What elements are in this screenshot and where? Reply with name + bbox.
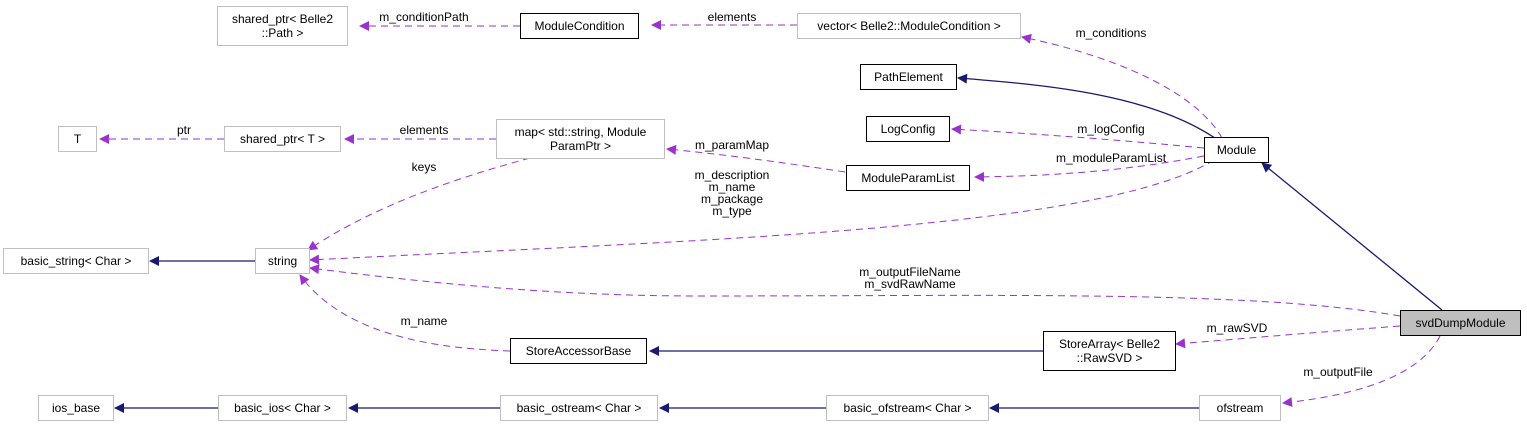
edge-module-inherits-pathelement: [957, 73, 1216, 139]
node-shared-ptr-path[interactable]: shared_ptr< Belle2 ::Path >: [217, 6, 348, 46]
node-ofstream[interactable]: ofstream: [1199, 395, 1281, 421]
node-map-param[interactable]: map< std::string, Module ParamPtr >: [496, 119, 665, 159]
edge-m-conditions: [1021, 33, 1223, 139]
edge-m-logConfig: [951, 124, 1205, 149]
edge-m-moduleParamList: [974, 155, 1205, 182]
node-basic-ios[interactable]: basic_ios< Char >: [218, 395, 347, 421]
edge-svddump-inherits-module: [1261, 162, 1443, 311]
label-m-moduleParamList: m_moduleParamList: [1055, 151, 1167, 165]
label-elements-vector: elements: [707, 10, 757, 24]
edge-module-strings: [309, 159, 1215, 265]
label-m-logConfig: m_logConfig: [1077, 122, 1145, 136]
node-store-array[interactable]: StoreArray< Belle2 ::RawSVD >: [1043, 331, 1176, 371]
label-svd-strings: m_outputFileName m_svdRawName: [859, 265, 961, 291]
edge-m-paramMap: [666, 144, 846, 173]
node-string[interactable]: string: [255, 248, 310, 274]
node-basic-string[interactable]: basic_string< Char >: [3, 248, 149, 274]
edge-m-rawSVD: [1175, 325, 1401, 349]
node-path-element[interactable]: PathElement: [860, 64, 957, 90]
node-shared-ptr-t[interactable]: shared_ptr< T >: [224, 126, 341, 152]
node-log-config[interactable]: LogConfig: [866, 116, 950, 142]
label-m-rawSVD: m_rawSVD: [1206, 321, 1268, 335]
label-elements-map: elements: [399, 123, 449, 137]
label-m-paramMap: m_paramMap: [694, 138, 770, 152]
node-svd-dump-module[interactable]: svdDumpModule: [1400, 310, 1521, 336]
node-basic-ostream[interactable]: basic_ostream< Char >: [500, 395, 658, 421]
node-t[interactable]: T: [58, 126, 97, 152]
label-m-name: m_name: [400, 314, 448, 328]
label-m-outputFile: m_outputFile: [1303, 365, 1373, 379]
label-m-conditions: m_conditions: [1075, 26, 1147, 40]
node-basic-ofstream[interactable]: basic_ofstream< Char >: [826, 395, 989, 421]
label-keys: keys: [411, 160, 437, 174]
label-module-strings: m_description m_name m_package m_type: [694, 168, 770, 218]
label-m-conditionPath: m_conditionPath: [379, 10, 469, 24]
node-module-condition[interactable]: ModuleCondition: [520, 13, 639, 39]
edge-svd-strings: [309, 264, 1401, 317]
edge-keys: [307, 157, 531, 251]
node-ios-base[interactable]: ios_base: [38, 395, 114, 421]
label-ptr: ptr: [176, 123, 192, 137]
node-module-param-list[interactable]: ModuleParamList: [846, 165, 970, 191]
node-store-accessor-base[interactable]: StoreAccessorBase: [510, 338, 647, 364]
edge-m-name: [299, 274, 511, 352]
edge-m-outputFile: [1282, 335, 1441, 408]
node-vector-module-condition[interactable]: vector< Belle2::ModuleCondition >: [797, 13, 1021, 39]
node-module[interactable]: Module: [1204, 137, 1269, 163]
